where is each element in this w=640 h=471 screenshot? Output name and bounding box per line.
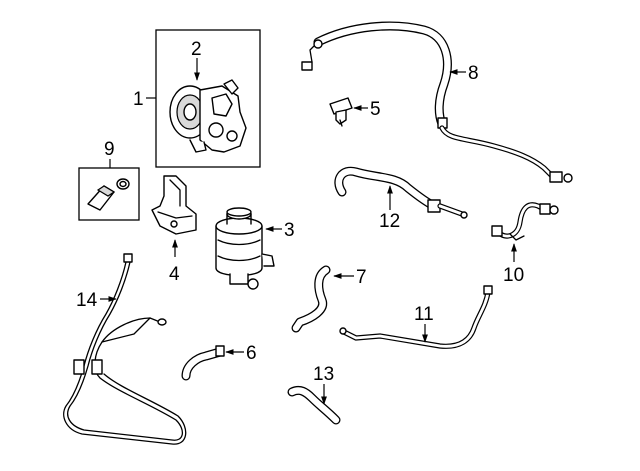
callout-11: 11 xyxy=(414,304,434,325)
callout-8-group: 8 xyxy=(449,63,479,84)
part-12-return-hose xyxy=(334,166,468,219)
part-11-return-line xyxy=(339,285,493,349)
callout-12-group: 12 xyxy=(379,185,400,232)
callout-7: 7 xyxy=(356,267,367,288)
callout-7-group: 7 xyxy=(333,267,367,288)
callout-9: 9 xyxy=(104,139,115,160)
callout-1: 1 xyxy=(133,89,144,110)
callout-8: 8 xyxy=(468,63,479,84)
callout-12: 12 xyxy=(379,211,400,232)
part-5-clip xyxy=(329,97,353,127)
callout-10-group: 10 xyxy=(503,243,524,286)
callout-6-group: 6 xyxy=(225,343,257,364)
part-7-hose xyxy=(291,265,331,333)
callout-14: 14 xyxy=(76,290,98,311)
callout-3-group: 3 xyxy=(265,220,295,241)
callout-11-group: 11 xyxy=(414,304,434,343)
part-9-pressure-switch xyxy=(78,167,140,221)
callout-5-group: 5 xyxy=(353,99,381,120)
callout-10: 10 xyxy=(503,265,524,286)
callout-6: 6 xyxy=(246,343,257,364)
callout-4: 4 xyxy=(169,264,180,285)
callout-4-group: 4 xyxy=(169,239,180,285)
callout-13-group: 13 xyxy=(313,364,334,405)
callout-14-group: 14 xyxy=(76,290,117,311)
callout-3: 3 xyxy=(284,220,295,241)
part-10-cooler-pipe xyxy=(491,202,559,241)
part-1-pump-assembly: 1 xyxy=(133,29,261,168)
part-14-cooler-tube xyxy=(63,253,187,445)
callout-13: 13 xyxy=(313,364,334,385)
callout-5: 5 xyxy=(370,99,381,120)
part-3-fluid-reservoir xyxy=(215,207,275,290)
callout-2: 2 xyxy=(191,39,202,60)
callout-2-group: 2 xyxy=(191,39,202,81)
part-9-frame xyxy=(78,167,140,221)
part-6-hose-elbow xyxy=(181,345,225,381)
callout-9-group: 9 xyxy=(104,139,115,168)
part-13-hose xyxy=(287,385,341,425)
part-4-reservoir-bracket xyxy=(151,175,197,235)
part-2-power-steering-pump xyxy=(169,79,247,153)
part-8-pressure-hose xyxy=(301,21,573,183)
